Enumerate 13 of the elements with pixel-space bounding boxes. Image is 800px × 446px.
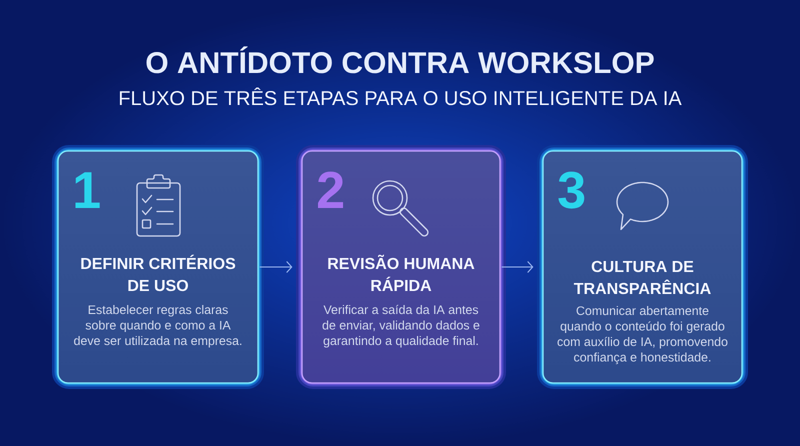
step-description: Estabelecer regras claras sobre quando e como a IA deve ser utilizada na empresa. [74, 305, 242, 348]
step-number: 3 [558, 172, 584, 209]
step-heading: DEFINIR CRITÉRIOS DE USO [81, 254, 236, 292]
arrow [259, 260, 292, 273]
step-description: Verificar a saída da IA antes de enviar, validando dados e garantindo a qualidade final. [322, 304, 480, 348]
subtitle: FLUXO DE TRÊS ETAPAS PARA O USO INTELIGENTE DA IA [120, 88, 682, 106]
arrow [501, 260, 534, 273]
step-number: 1 [76, 172, 100, 208]
step-heading: REVISÃO HUMANA RÁPIDA [328, 254, 474, 291]
step-number: 2 [318, 172, 344, 208]
step-description: Comunicar abertamente quando o conteúdo foi gerado com auxílio de IA, promovendo confiança e honestidade. [558, 306, 728, 364]
step-heading: CULTURA DE TRANSPARÊNCIA [574, 260, 711, 294]
title: O ANTÍDOTO CONTRA WORKSLOP [146, 46, 654, 74]
